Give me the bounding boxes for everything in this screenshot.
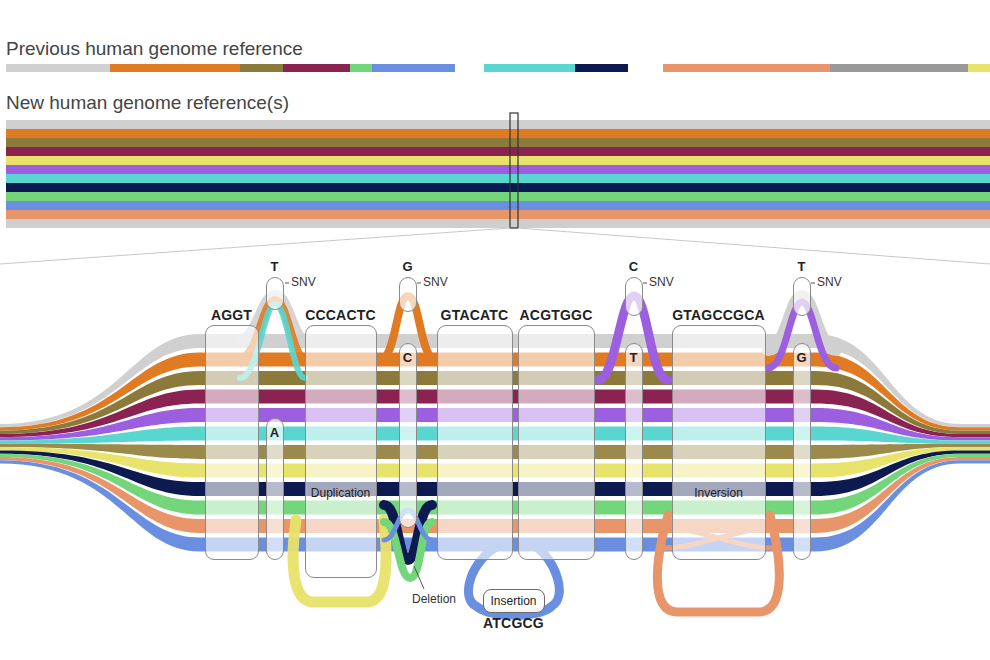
heading: New human genome reference(s) bbox=[6, 92, 289, 114]
base-letter: C bbox=[629, 259, 638, 274]
base-letter: G bbox=[796, 350, 806, 365]
base-letter: G bbox=[402, 259, 412, 274]
leader-lines bbox=[285, 283, 815, 589]
new-reference-stack bbox=[6, 113, 990, 228]
previous-reference-bar bbox=[6, 64, 990, 72]
base-letter: C bbox=[403, 350, 412, 365]
snv-pill: C bbox=[625, 277, 643, 316]
insertion-box: InsertionATCGCG bbox=[483, 589, 545, 613]
snv-pill: G bbox=[399, 277, 417, 312]
zoom-line bbox=[0, 228, 510, 264]
snv-label: SNV bbox=[291, 275, 316, 289]
snv-label: SNV bbox=[423, 275, 448, 289]
snv-label: SNV bbox=[817, 275, 842, 289]
variant-label: Duplication bbox=[311, 486, 370, 500]
base-letter: T bbox=[271, 259, 279, 274]
snv-pill: T bbox=[793, 277, 811, 316]
sequence-label: AGGT bbox=[211, 307, 252, 323]
sequence-label: GTAGCCGCA bbox=[672, 307, 765, 323]
snv-label: SNV bbox=[649, 275, 674, 289]
sequence-box: AGGT bbox=[205, 325, 259, 560]
sequence-box: GTAGCCGCAInversion bbox=[672, 325, 766, 560]
sequence-box: CCCACTCDuplication bbox=[305, 325, 377, 578]
allele-pill: G bbox=[793, 343, 811, 560]
sequence-box: GTACATC bbox=[437, 325, 513, 560]
sequence-label: ACGTGGC bbox=[520, 307, 593, 323]
allele-pill: T bbox=[625, 343, 643, 560]
base-letter: T bbox=[630, 350, 638, 365]
variant-label: Insertion bbox=[490, 594, 536, 608]
allele-pill: A bbox=[266, 418, 284, 560]
sequence-label: ATCGCG bbox=[483, 615, 544, 631]
zoom-line bbox=[518, 228, 990, 264]
snv-pill: T bbox=[266, 277, 284, 310]
variant-label: Deletion bbox=[412, 592, 456, 606]
variant-label: Inversion bbox=[694, 486, 743, 500]
sequence-label: GTACATC bbox=[441, 307, 509, 323]
variant-paths bbox=[240, 296, 836, 615]
base-letter: T bbox=[798, 259, 806, 274]
sequence-label: CCCACTC bbox=[305, 307, 376, 323]
sequence-box: ACGTGGC bbox=[518, 325, 595, 560]
base-letter: A bbox=[270, 425, 279, 440]
allele-pill: C bbox=[399, 343, 417, 528]
heading: Previous human genome reference bbox=[6, 38, 303, 60]
